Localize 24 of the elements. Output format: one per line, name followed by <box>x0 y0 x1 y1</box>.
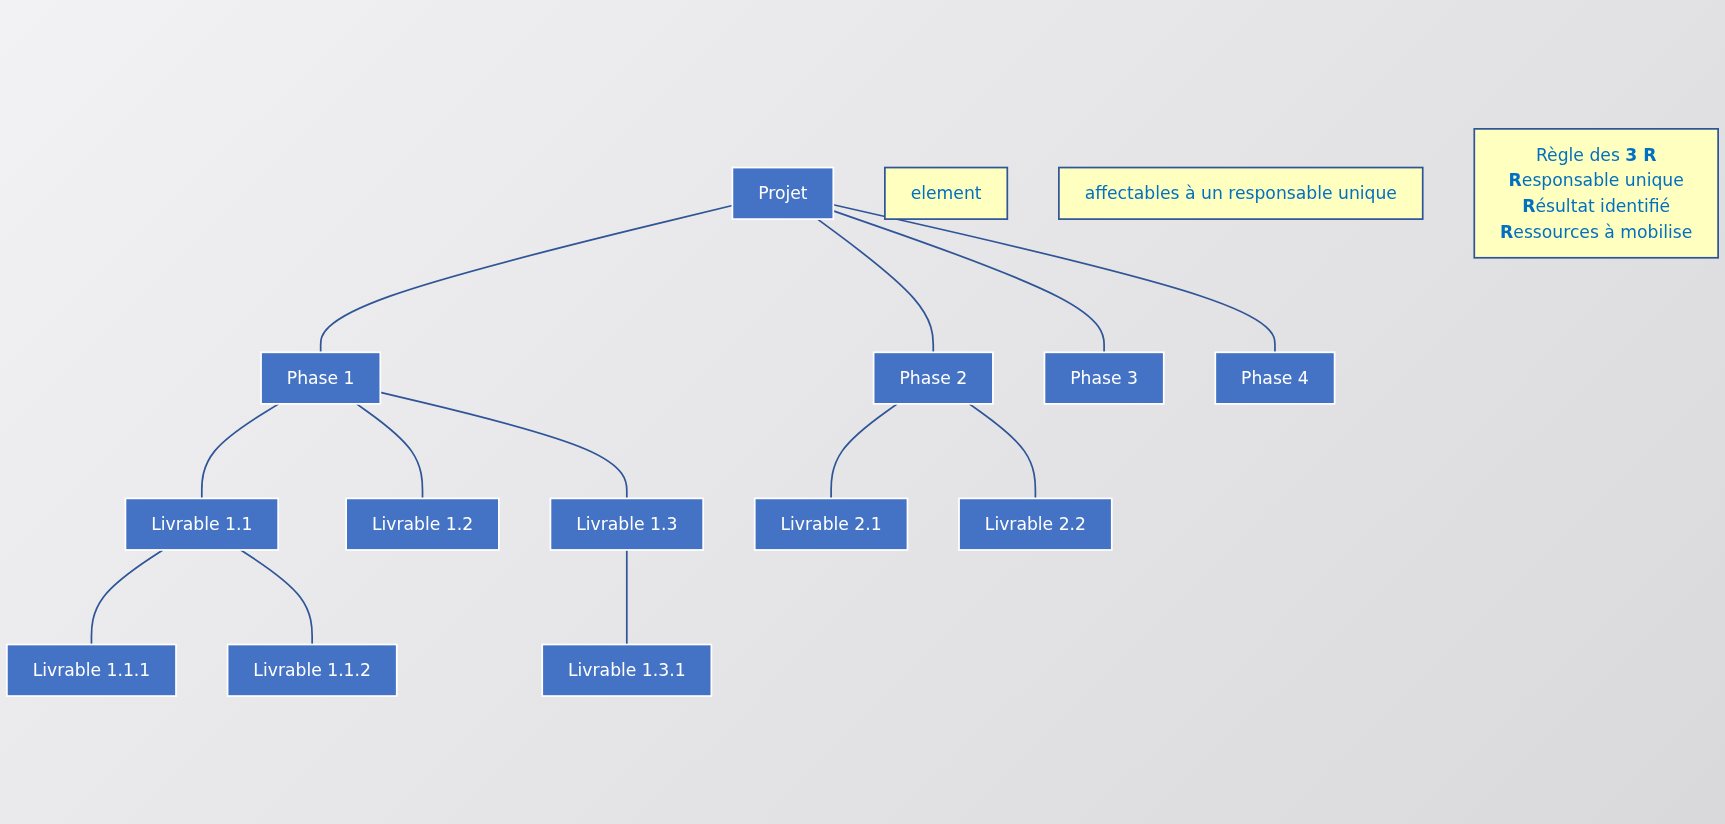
node-box: Livrable 1.2 <box>345 497 500 551</box>
node-box: Livrable 1.1.1 <box>6 643 177 697</box>
node-box: affectables à un responsable unique <box>1058 166 1424 220</box>
connector <box>968 402 1037 499</box>
connector <box>830 402 899 499</box>
node-box: Livrable 2.1 <box>753 497 909 551</box>
connector <box>239 548 314 645</box>
node-box: Livrable 1.3 <box>549 497 705 551</box>
node-box: Phase 3 <box>1043 350 1165 405</box>
node-box: Phase 1 <box>260 350 382 405</box>
connector <box>355 402 424 499</box>
node-box: Livrable 1.1.2 <box>226 643 398 697</box>
node-box: Livrable 1.1 <box>124 497 280 551</box>
node-box: Règle des 3 R Responsable unique Résultat identifié Ressources à mobilise <box>1473 127 1719 259</box>
connector <box>625 548 628 645</box>
node-box: Phase 2 <box>872 350 994 405</box>
connector <box>816 217 935 353</box>
node-box: element <box>884 166 1009 220</box>
node-box: Livrable 2.2 <box>958 497 1113 551</box>
node-box: Projet <box>731 166 835 220</box>
connector <box>90 548 164 645</box>
node-box: Livrable 1.3.1 <box>541 643 713 697</box>
connector <box>200 402 280 499</box>
node-box: Phase 4 <box>1214 350 1336 405</box>
